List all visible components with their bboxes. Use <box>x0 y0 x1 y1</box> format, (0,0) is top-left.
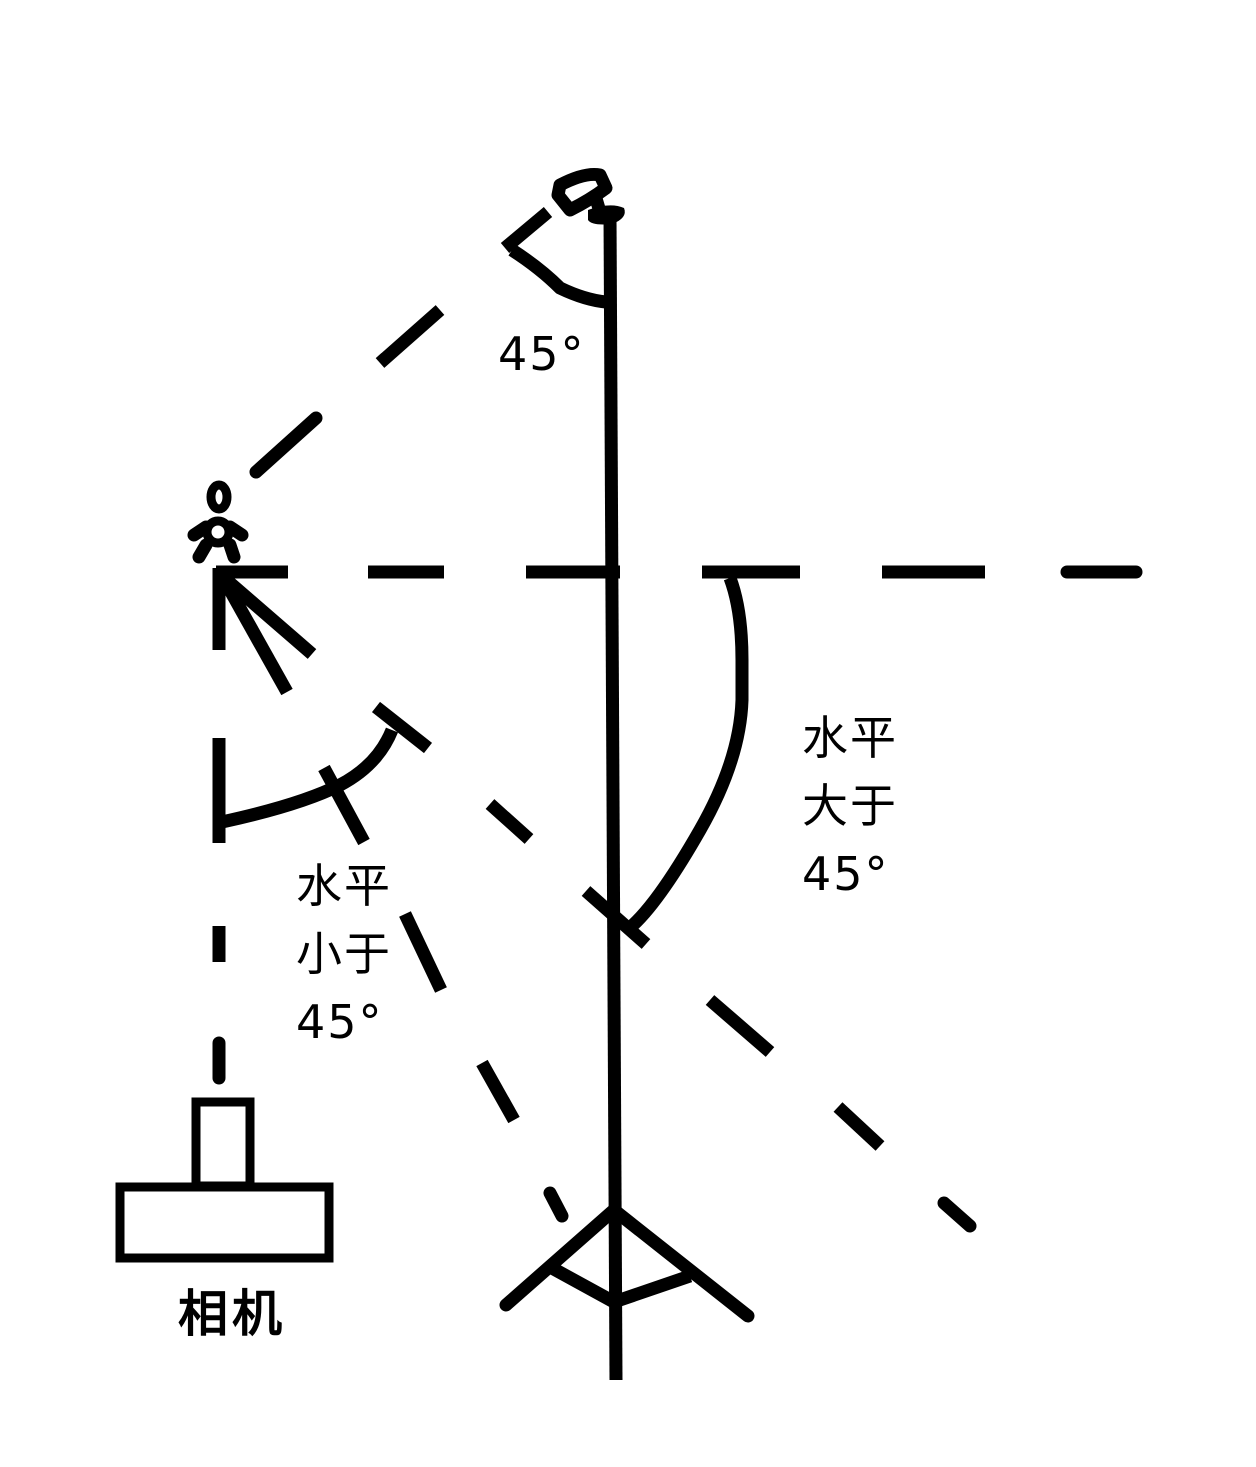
right-angle-arc <box>628 575 749 930</box>
right-angle-line2: 大于 <box>802 779 898 833</box>
left-angle-label: 水平 小于 45° <box>296 852 392 1056</box>
camera-icon <box>115 1097 334 1263</box>
lamp-beam-dashed-line <box>249 305 445 479</box>
top-angle-text: 45° <box>498 327 586 381</box>
stand-pole <box>603 214 623 1381</box>
right-angle-line1: 水平 <box>802 711 898 765</box>
top-angle-label: 45° <box>498 320 586 388</box>
person-icon <box>187 480 249 564</box>
light-stand <box>499 214 755 1381</box>
left-angle-line1: 水平 <box>296 859 392 913</box>
camera-label-text: 相机 <box>178 1285 286 1343</box>
left-angle-line3: 45° <box>296 995 384 1049</box>
left-angle-arc <box>220 701 433 846</box>
arrows-to-person <box>212 568 317 696</box>
camera-label: 相机 <box>178 1280 286 1348</box>
steep-diagonal-dashed-line <box>399 911 569 1223</box>
tripod-brace <box>548 1262 693 1309</box>
left-angle-line2: 小于 <box>296 927 392 981</box>
top-angle-arc <box>500 207 607 309</box>
lamp-icon <box>551 168 625 225</box>
tripod-legs <box>499 1203 755 1323</box>
right-angle-label: 水平 大于 45° <box>802 704 898 908</box>
right-angle-line3: 45° <box>802 847 890 901</box>
shallow-diagonal-dashed-line <box>485 799 977 1233</box>
